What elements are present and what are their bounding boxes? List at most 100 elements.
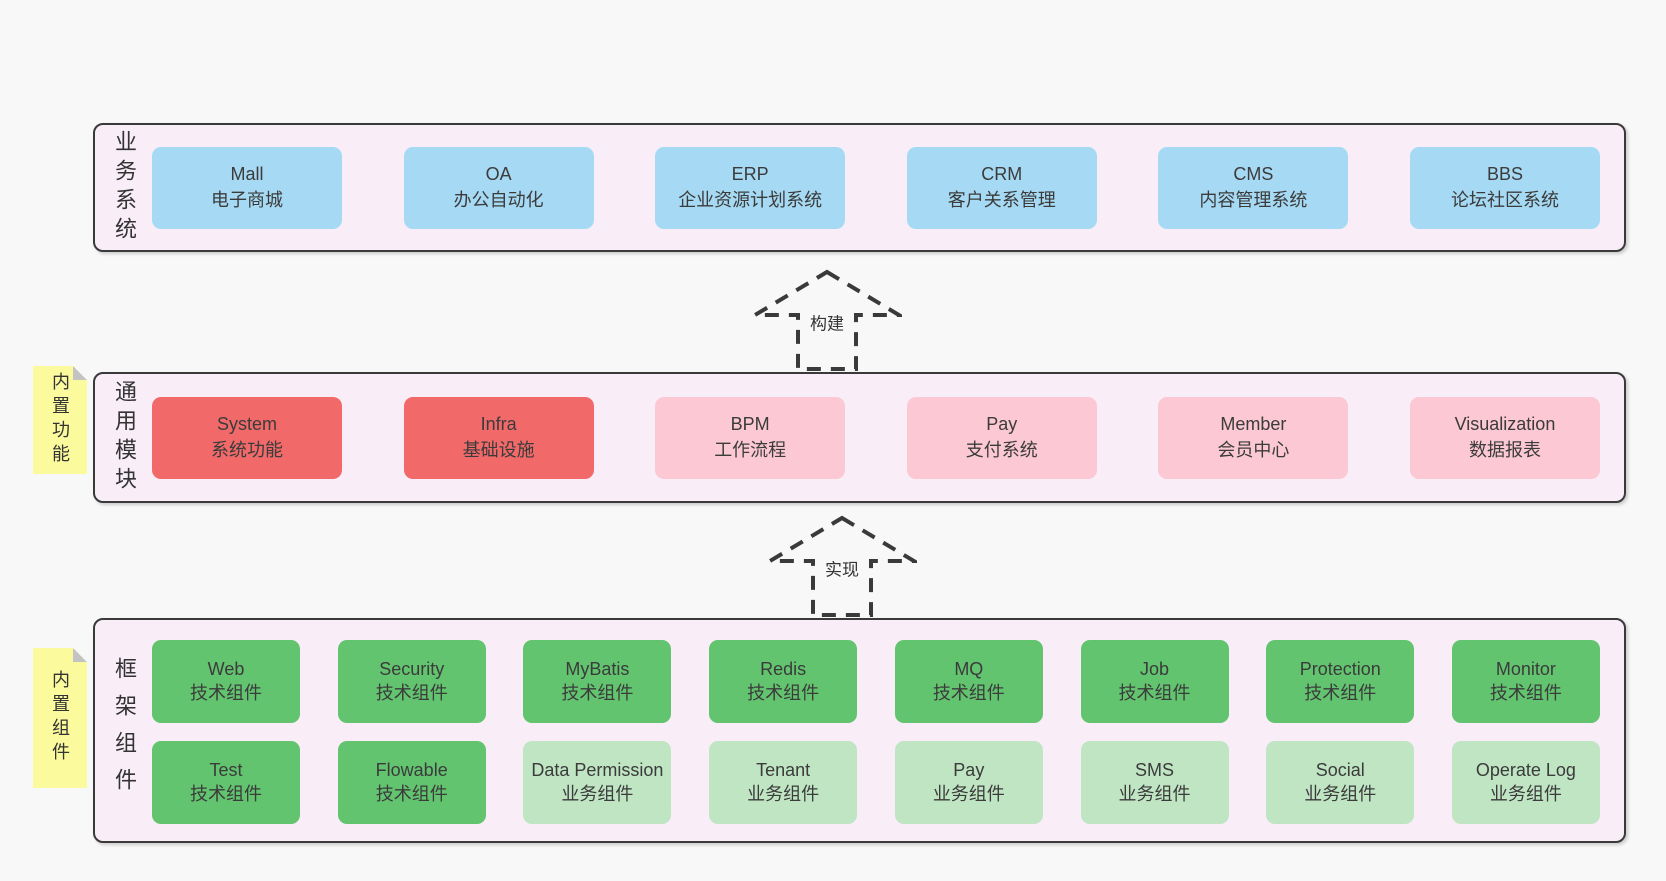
box-subtitle: 业务组件 [1304,783,1377,804]
box-title: CMS [1233,164,1274,185]
box-subtitle: 内容管理系统 [1199,189,1308,210]
box-title: BPM [730,414,770,435]
box-title: Test [209,759,243,780]
module-box-data-permission: Data Permission 业务组件 [523,741,672,824]
module-box-mybatis: MyBatis 技术组件 [523,640,672,723]
module-box-redis: Redis 技术组件 [709,640,858,723]
module-box-member: Member 会员中心 [1158,396,1349,479]
box-subtitle: 论坛社区系统 [1450,189,1559,210]
box-title: Data Permission [531,759,664,780]
module-box-test: Test 技术组件 [152,741,300,824]
module-box-visualization: Visualization 数据报表 [1409,396,1600,479]
box-subtitle: 工作流程 [714,439,787,460]
sticky-built-in-components-label: 内置组件 [50,670,70,766]
box-subtitle: 系统功能 [211,439,283,460]
module-box-bpm: BPM 工作流程 [655,396,846,479]
box-title: Infra [480,414,517,435]
module-box-infra: Infra 基础设施 [403,396,594,479]
module-box-erp: ERP 企业资源计划系统 [655,146,846,229]
box-subtitle: 技术组件 [747,682,820,703]
box-title: Visualization [1454,414,1556,435]
box-subtitle: 技术组件 [932,682,1005,703]
box-title: Member [1220,414,1287,435]
box-title: Redis [760,658,807,679]
box-title: Protection [1299,658,1381,679]
module-box-job: Job 技术组件 [1080,640,1229,723]
box-title: Pay [986,414,1018,435]
module-box-security: Security 技术组件 [337,640,486,723]
box-subtitle: 业务组件 [1489,783,1562,804]
module-box-mq: MQ 技术组件 [894,640,1043,723]
band-label-framework-components: 框架组件 [112,656,137,805]
box-subtitle: 技术组件 [190,682,262,703]
box-title: Operate Log [1475,759,1576,780]
box-subtitle: 基础设施 [462,439,535,460]
module-box-cms: CMS 内容管理系统 [1158,146,1349,229]
arrow-implement: 实现 [767,515,917,618]
box-title: Social [1315,759,1365,780]
box-subtitle: 数据报表 [1468,439,1541,460]
box-subtitle: 技术组件 [190,783,262,804]
box-title: MQ [954,658,984,679]
box-subtitle: 电子商城 [211,189,283,210]
module-box-oa: OA 办公自动化 [403,146,594,229]
box-title: Flowable [375,759,448,780]
box-subtitle: 技术组件 [1489,682,1562,703]
module-box-bbs: BBS 论坛社区系统 [1409,146,1600,229]
module-box-protection: Protection 技术组件 [1266,640,1415,723]
module-box-flowable: Flowable 技术组件 [337,741,486,824]
module-box-monitor: Monitor 技术组件 [1451,640,1600,723]
box-title: OA [485,164,512,185]
box-subtitle: 技术组件 [561,682,634,703]
arrow-build-label: 构建 [806,308,848,336]
box-subtitle: 技术组件 [1118,682,1191,703]
band-label-business-systems: 业务系统 [112,129,137,246]
module-box-tenant: Tenant 业务组件 [709,741,858,824]
arrow-implement-label: 实现 [821,554,863,582]
band-label-common-modules: 通用模块 [112,379,137,496]
module-box-operate-log: Operate Log 业务组件 [1451,741,1600,824]
box-subtitle: 业务组件 [561,783,634,804]
box-subtitle: 技术组件 [375,783,448,804]
box-title: BBS [1486,164,1523,185]
box-title: MyBatis [565,658,630,679]
box-subtitle: 技术组件 [1304,682,1377,703]
box-title: Job [1140,658,1170,679]
sticky-built-in-components: 内置组件 [33,648,87,788]
box-subtitle: 办公自动化 [453,189,544,210]
module-box-social: Social 业务组件 [1266,741,1415,824]
box-title: Tenant [756,759,811,780]
folded-corner-icon [73,366,87,380]
sticky-built-in-features-label: 内置功能 [50,372,70,468]
box-title: Web [207,658,245,679]
arrow-build: 构建 [752,269,902,372]
box-subtitle: 会员中心 [1217,439,1290,460]
common-modules-box-row: System 系统功能 Infra 基础设施 BPM 工作流程 Pay 支付系统 Member 会… [152,374,1600,501]
box-subtitle: 企业资源计划系统 [678,189,823,210]
box-title: ERP [731,164,769,185]
box-title: Monitor [1495,658,1556,679]
box-title: CRM [981,164,1023,185]
box-subtitle: 业务组件 [932,783,1005,804]
box-subtitle: 支付系统 [965,439,1038,460]
folded-corner-icon [73,648,87,662]
box-subtitle: 技术组件 [375,682,448,703]
box-title: Security [379,658,445,679]
box-title: System [216,414,277,435]
band-common-modules: 通用模块 System 系统功能 Infra 基础设施 BPM 工作流程 Pay 支付系统 Me… [93,372,1626,503]
module-box-system: System 系统功能 [152,396,342,479]
box-title: Mall [230,164,264,185]
box-subtitle: 业务组件 [747,783,820,804]
box-title: SMS [1135,759,1175,780]
module-box-mall: Mall 电子商城 [152,146,342,229]
